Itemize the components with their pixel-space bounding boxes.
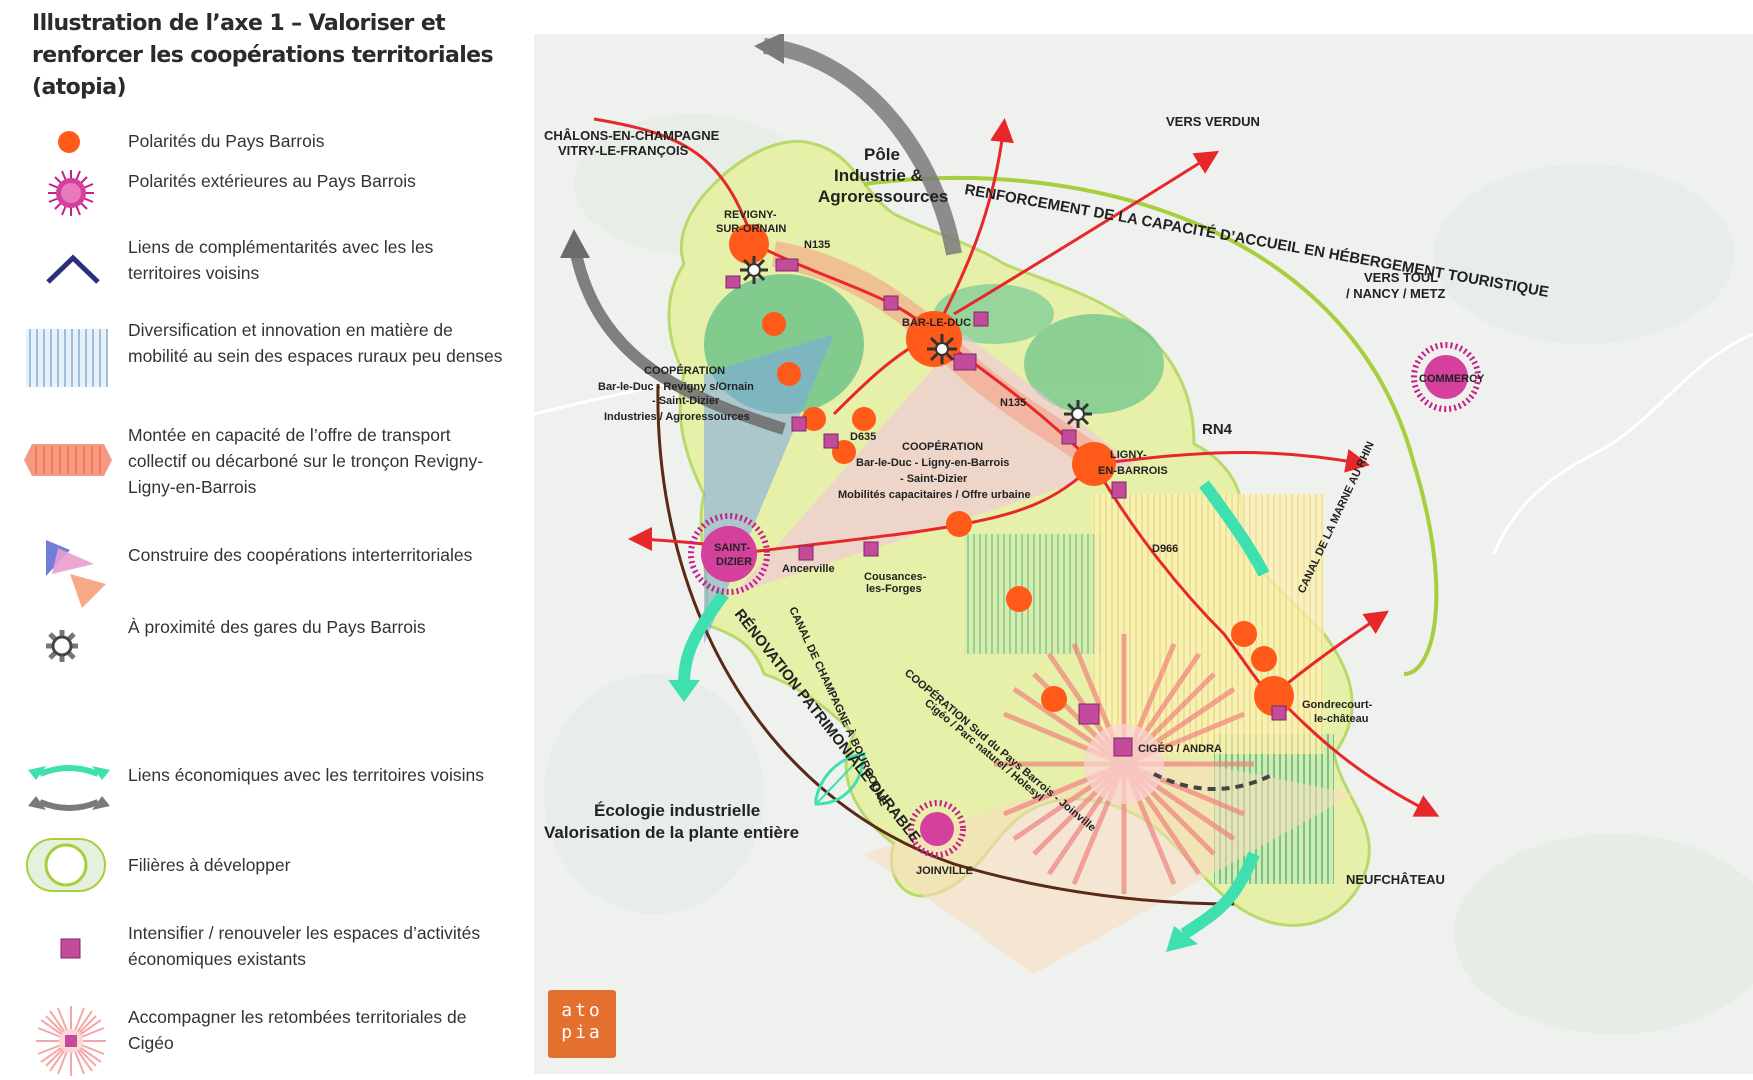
coop1-line-4: Industries / Agroressources — [604, 411, 750, 423]
station-barleduc — [927, 334, 957, 364]
label-cigeo: CIGÉO / ANDRA — [1138, 742, 1222, 755]
purple-square-icon — [60, 938, 81, 959]
dashed-link — [1153, 772, 1275, 791]
eco-line-1: Écologie industrielle — [594, 801, 760, 820]
label-bar-le-duc: BAR-LE-DUC — [902, 317, 971, 329]
polarity-dots — [729, 224, 1294, 716]
coop1-line-1: COOPÉRATION — [644, 364, 725, 377]
legend-label: À proximité des gares du Pays Barrois — [128, 617, 426, 637]
legend-label: Filières à développer — [128, 855, 291, 875]
heritage-arc — [656, 383, 1235, 906]
tourism-arc — [863, 175, 1439, 676]
activity-squares — [725, 258, 1287, 757]
external-polarity-saint-dizier — [688, 513, 770, 595]
label-ligny-2: EN-BARROIS — [1098, 465, 1168, 477]
magenta-burst-icon — [48, 170, 94, 216]
label-chalons: CHÂLONS-EN-CHAMPAGNE — [544, 128, 720, 143]
label-toul: VERS TOUL — [1364, 270, 1438, 285]
station-star-icon — [46, 630, 78, 662]
economic-arrow-southwest — [678, 590, 729, 685]
label-cousances-1: Cousances- — [864, 571, 927, 583]
cigeo-radial-icon — [36, 1006, 106, 1076]
pole-line-3: Agroressources — [818, 187, 948, 206]
label-cousances-2: les-Forges — [866, 583, 922, 595]
label-revigny-2: SUR-ORNAIN — [716, 223, 786, 235]
page-title: Illustration de l’axe 1 – Valoriser et r… — [32, 11, 494, 100]
label-neufchateau: NEUFCHÂTEAU — [1346, 872, 1445, 887]
legend-label: Diversification et innovation en matière… — [128, 320, 503, 366]
coop2-line-4: Mobilités capacitaires / Offre urbaine — [838, 489, 1031, 501]
legend-label: Montée en capacité de l’offre de transpo… — [128, 425, 484, 497]
road-label-n135: N135 — [1000, 397, 1026, 409]
logo-line-2: pia — [561, 1022, 603, 1043]
double-arrow-icon — [28, 765, 110, 811]
road-label-rn4: RN4 — [1202, 421, 1233, 438]
atopia-logo: ato pia — [548, 990, 616, 1058]
road-label-d966: D966 — [1152, 543, 1178, 555]
label-gondrecourt-1: Gondrecourt- — [1302, 699, 1373, 711]
external-polarity-joinville — [908, 800, 966, 858]
label-joinville: JOINVILLE — [916, 865, 973, 877]
economic-arrow-west — [568, 242, 786, 435]
legend-label: Accompagner les retombées territoriales … — [128, 1007, 467, 1053]
label-revigny-1: REVIGNY- — [724, 209, 777, 221]
label-saint-dizier-2: DIZIER — [716, 556, 752, 568]
road-label-d635: D635 — [850, 431, 876, 443]
map-canvas: CHÂLONS-EN-CHAMPAGNE VITRY-LE-FRANÇOIS V… — [534, 34, 1753, 1074]
eco-line-2: Valorisation de la plante entière — [544, 823, 799, 842]
arrow-head — [754, 34, 784, 64]
economic-arrow-south — [1180, 851, 1260, 939]
legend-label: Liens économiques avec les territoires v… — [128, 765, 484, 785]
label-ancerville: Ancerville — [782, 563, 835, 575]
orange-dot-icon — [58, 131, 80, 153]
coop2-line-2: Bar-le-Duc - Ligny-en-Barrois — [856, 457, 1009, 469]
road-label-n135: N135 — [804, 239, 830, 251]
economic-arrow-east — [1199, 480, 1270, 577]
coop2-line-1: COOPÉRATION — [902, 440, 983, 453]
leaf-icon — [814, 752, 866, 806]
legend-label: Liens de complémentarités avec les les t… — [128, 237, 434, 283]
station-revigny — [740, 256, 768, 284]
label-nancy-metz: / NANCY / METZ — [1346, 286, 1445, 301]
label-verdun: VERS VERDUN — [1166, 114, 1260, 129]
legend-label: Construire des coopérations interterrito… — [128, 545, 473, 565]
cigeo-center — [1084, 724, 1164, 804]
cooperation-zone-barleduc — [734, 334, 1134, 594]
economic-arrow-north — [763, 38, 962, 256]
arrow-head — [560, 229, 590, 258]
legend-label: Intensifier / renouveler les espaces d’a… — [128, 923, 481, 969]
cooperation-triangles-icon — [46, 540, 106, 608]
logo-line-1: ato — [561, 1000, 603, 1021]
legend-label: Polarités du Pays Barrois — [128, 131, 325, 151]
hatched-band-icon — [26, 329, 108, 387]
label-vitry: VITRY-LE-FRANÇOIS — [558, 143, 689, 158]
station-ligny — [1064, 400, 1092, 428]
coop2-line-3: - Saint-Dizier — [900, 473, 968, 485]
arrow-head — [1166, 926, 1198, 952]
river — [1492, 332, 1753, 555]
filiere-ring-icon — [26, 838, 106, 892]
legend-label: Polarités extérieures au Pays Barrois — [128, 171, 416, 191]
label-commercy: COMMERCY — [1419, 373, 1485, 385]
rural-mobility-zone — [1094, 494, 1324, 754]
coop1-line-3: - Saint-Dizier — [652, 395, 720, 407]
coop1-line-2: Bar-le-Duc - Revigny s/Ornain — [598, 381, 754, 393]
label-saint-dizier-1: SAINT- — [714, 542, 750, 554]
map: CHÂLONS-EN-CHAMPAGNE VITRY-LE-FRANÇOIS V… — [534, 34, 1753, 1074]
label-ligny-1: LIGNY- — [1110, 449, 1147, 461]
arrow-head — [668, 680, 700, 702]
external-polarity-commercy — [1411, 342, 1481, 412]
chevron-up-icon — [46, 254, 100, 284]
pole-line-2: Industrie & — [834, 166, 923, 185]
label-gondrecourt-2: le-château — [1314, 713, 1368, 725]
pole-line-1: Pôle — [864, 145, 900, 164]
hexagon-band-icon — [24, 444, 112, 476]
